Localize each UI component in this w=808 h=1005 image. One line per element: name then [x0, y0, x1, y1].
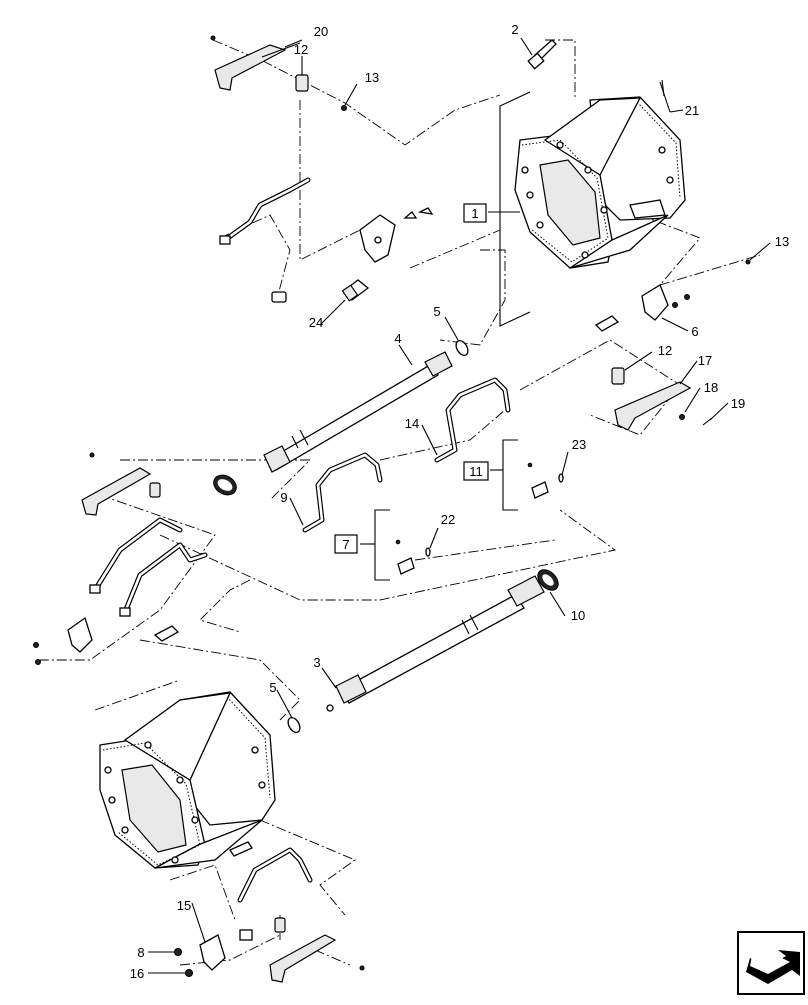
tube-left-middle — [89, 517, 208, 617]
bracket-left-middle — [81, 452, 161, 516]
callout-box-7 — [334, 534, 358, 554]
snap-ring-5-lower — [287, 716, 301, 734]
fitting-11 — [527, 462, 564, 499]
next-page-arrow-icon[interactable] — [737, 931, 805, 995]
clip-12-right — [611, 367, 625, 385]
seal-ring-10 — [537, 569, 559, 591]
bracket-upper-mount — [359, 207, 434, 263]
bracket-6 — [594, 284, 690, 332]
callout-18: 18 — [704, 380, 718, 395]
shaft-3 — [326, 575, 545, 712]
callout-19: 19 — [731, 396, 745, 411]
bolt-2 — [527, 39, 557, 70]
fitting-7 — [395, 539, 431, 575]
callout-box-11 — [463, 461, 489, 481]
callout-9: 9 — [280, 490, 287, 505]
callout-labels: 20 12 13 2 21 1 13 24 5 4 6 12 17 18 19 … — [130, 22, 789, 981]
callout-11: 11 — [469, 464, 483, 479]
callout-13: 13 — [775, 234, 789, 249]
callout-14: 14 — [405, 416, 419, 431]
callout-16: 16 — [130, 966, 144, 981]
bracket-15 — [199, 917, 286, 971]
tube-14 — [434, 377, 511, 463]
callout-21: 21 — [685, 103, 699, 118]
callout-20: 20 — [314, 24, 328, 39]
bracket-left-mount — [33, 616, 180, 665]
callout-13: 13 — [365, 70, 379, 85]
callout-6: 6 — [691, 324, 698, 339]
callout-5: 5 — [433, 304, 440, 319]
guard-lower — [269, 934, 337, 983]
callout-17: 17 — [698, 353, 712, 368]
clip-12-upper — [295, 74, 309, 92]
callout-box-1 — [463, 203, 487, 223]
callout-10: 10 — [571, 608, 585, 623]
sensor-upper — [271, 291, 287, 303]
callout-24: 24 — [309, 315, 323, 330]
callout-4: 4 — [394, 331, 401, 346]
callout-1: 1 — [471, 206, 478, 221]
leader-lines — [148, 37, 771, 974]
callout-5: 5 — [269, 680, 276, 695]
callout-15: 15 — [177, 898, 191, 913]
callout-3: 3 — [313, 655, 320, 670]
callout-2: 2 — [511, 22, 518, 37]
callout-8: 8 — [137, 945, 144, 960]
callout-23: 23 — [572, 437, 586, 452]
bracket-20 — [214, 42, 301, 91]
transmission-housing-lower — [99, 691, 276, 869]
group-bracket-1-line — [499, 91, 531, 327]
assembly-lines — [40, 39, 761, 966]
tube-9 — [302, 452, 383, 533]
tube-upper-left — [219, 177, 311, 245]
callout-12: 12 — [658, 343, 672, 358]
seal-ring-upper — [213, 474, 237, 496]
snap-ring-5-upper — [455, 339, 469, 357]
callout-7: 7 — [342, 537, 349, 552]
tube-lower — [229, 841, 313, 903]
shaft-4 — [263, 351, 453, 473]
transmission-housing-upper — [514, 96, 686, 269]
callout-12: 12 — [294, 42, 308, 57]
callout-22: 22 — [441, 512, 455, 527]
guard-17 — [614, 381, 692, 431]
bolt-24 — [341, 279, 370, 302]
